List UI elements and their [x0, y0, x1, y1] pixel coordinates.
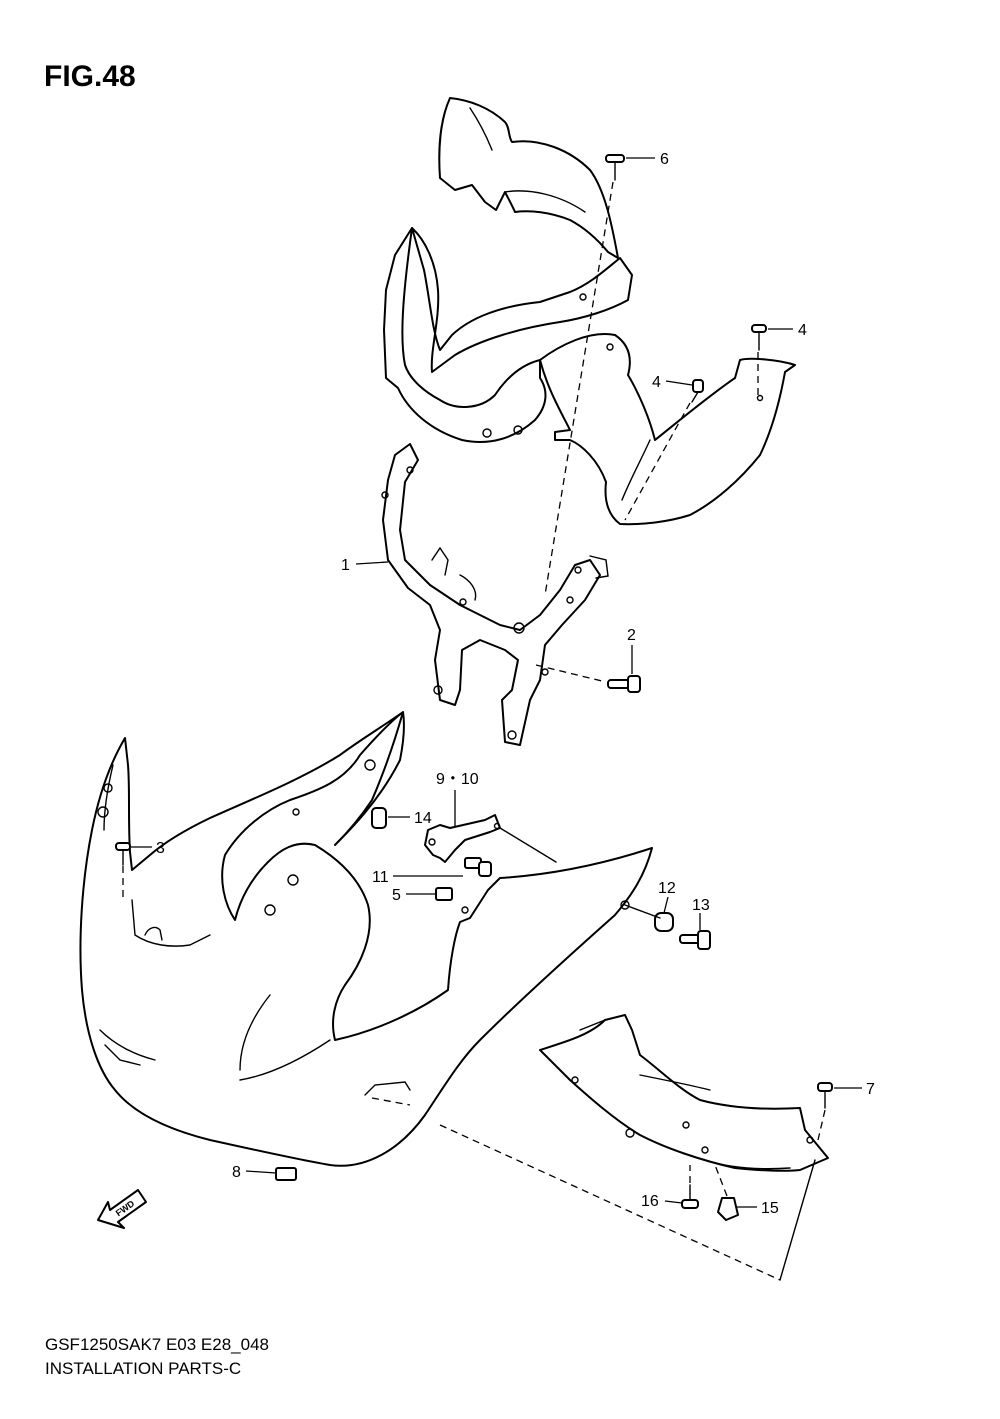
callout-14: 14: [414, 810, 432, 827]
cowling-brace-part: [381, 443, 609, 746]
callout-5: 5: [392, 887, 401, 904]
callout-11: 11: [372, 869, 389, 886]
side-cover-part: [539, 333, 796, 526]
bracket-part: [424, 814, 501, 863]
callout-12: 12: [658, 880, 676, 897]
callout-13: 13: [692, 897, 710, 914]
fwd-arrow-icon: FWD: [97, 1189, 147, 1229]
callout-2: 2: [627, 627, 636, 644]
assembly-lines: [122, 181, 826, 1281]
callout-8: 8: [232, 1164, 241, 1181]
callout-6: 6: [660, 151, 669, 168]
callout-15: 15: [761, 1200, 779, 1217]
fasteners: [115, 154, 833, 1221]
model-code: GSF1250SAK7 E03 E28_048: [45, 1335, 269, 1354]
callout-3: 3: [156, 840, 165, 857]
upper-cowl-part: [438, 97, 619, 259]
leader-lines: [131, 157, 862, 1208]
callout-4-mid: 4: [652, 374, 661, 391]
callout-1: 1: [341, 557, 350, 574]
callout-9-10: 9・10: [436, 771, 479, 788]
inner-panel-part: [383, 227, 633, 443]
under-cowl-part: [79, 711, 653, 1167]
callout-4-top: 4: [798, 322, 807, 339]
section-name: INSTALLATION PARTS-C: [45, 1359, 242, 1378]
callout-7: 7: [866, 1081, 875, 1098]
figure-title: FIG.48: [44, 60, 136, 93]
callout-16: 16: [641, 1193, 659, 1210]
lower-cover-part: [539, 1014, 829, 1172]
callout-labels: 6 4 4 1 2 9・10 14 3 11 12 5 13 7 8 16 15: [156, 151, 875, 1217]
